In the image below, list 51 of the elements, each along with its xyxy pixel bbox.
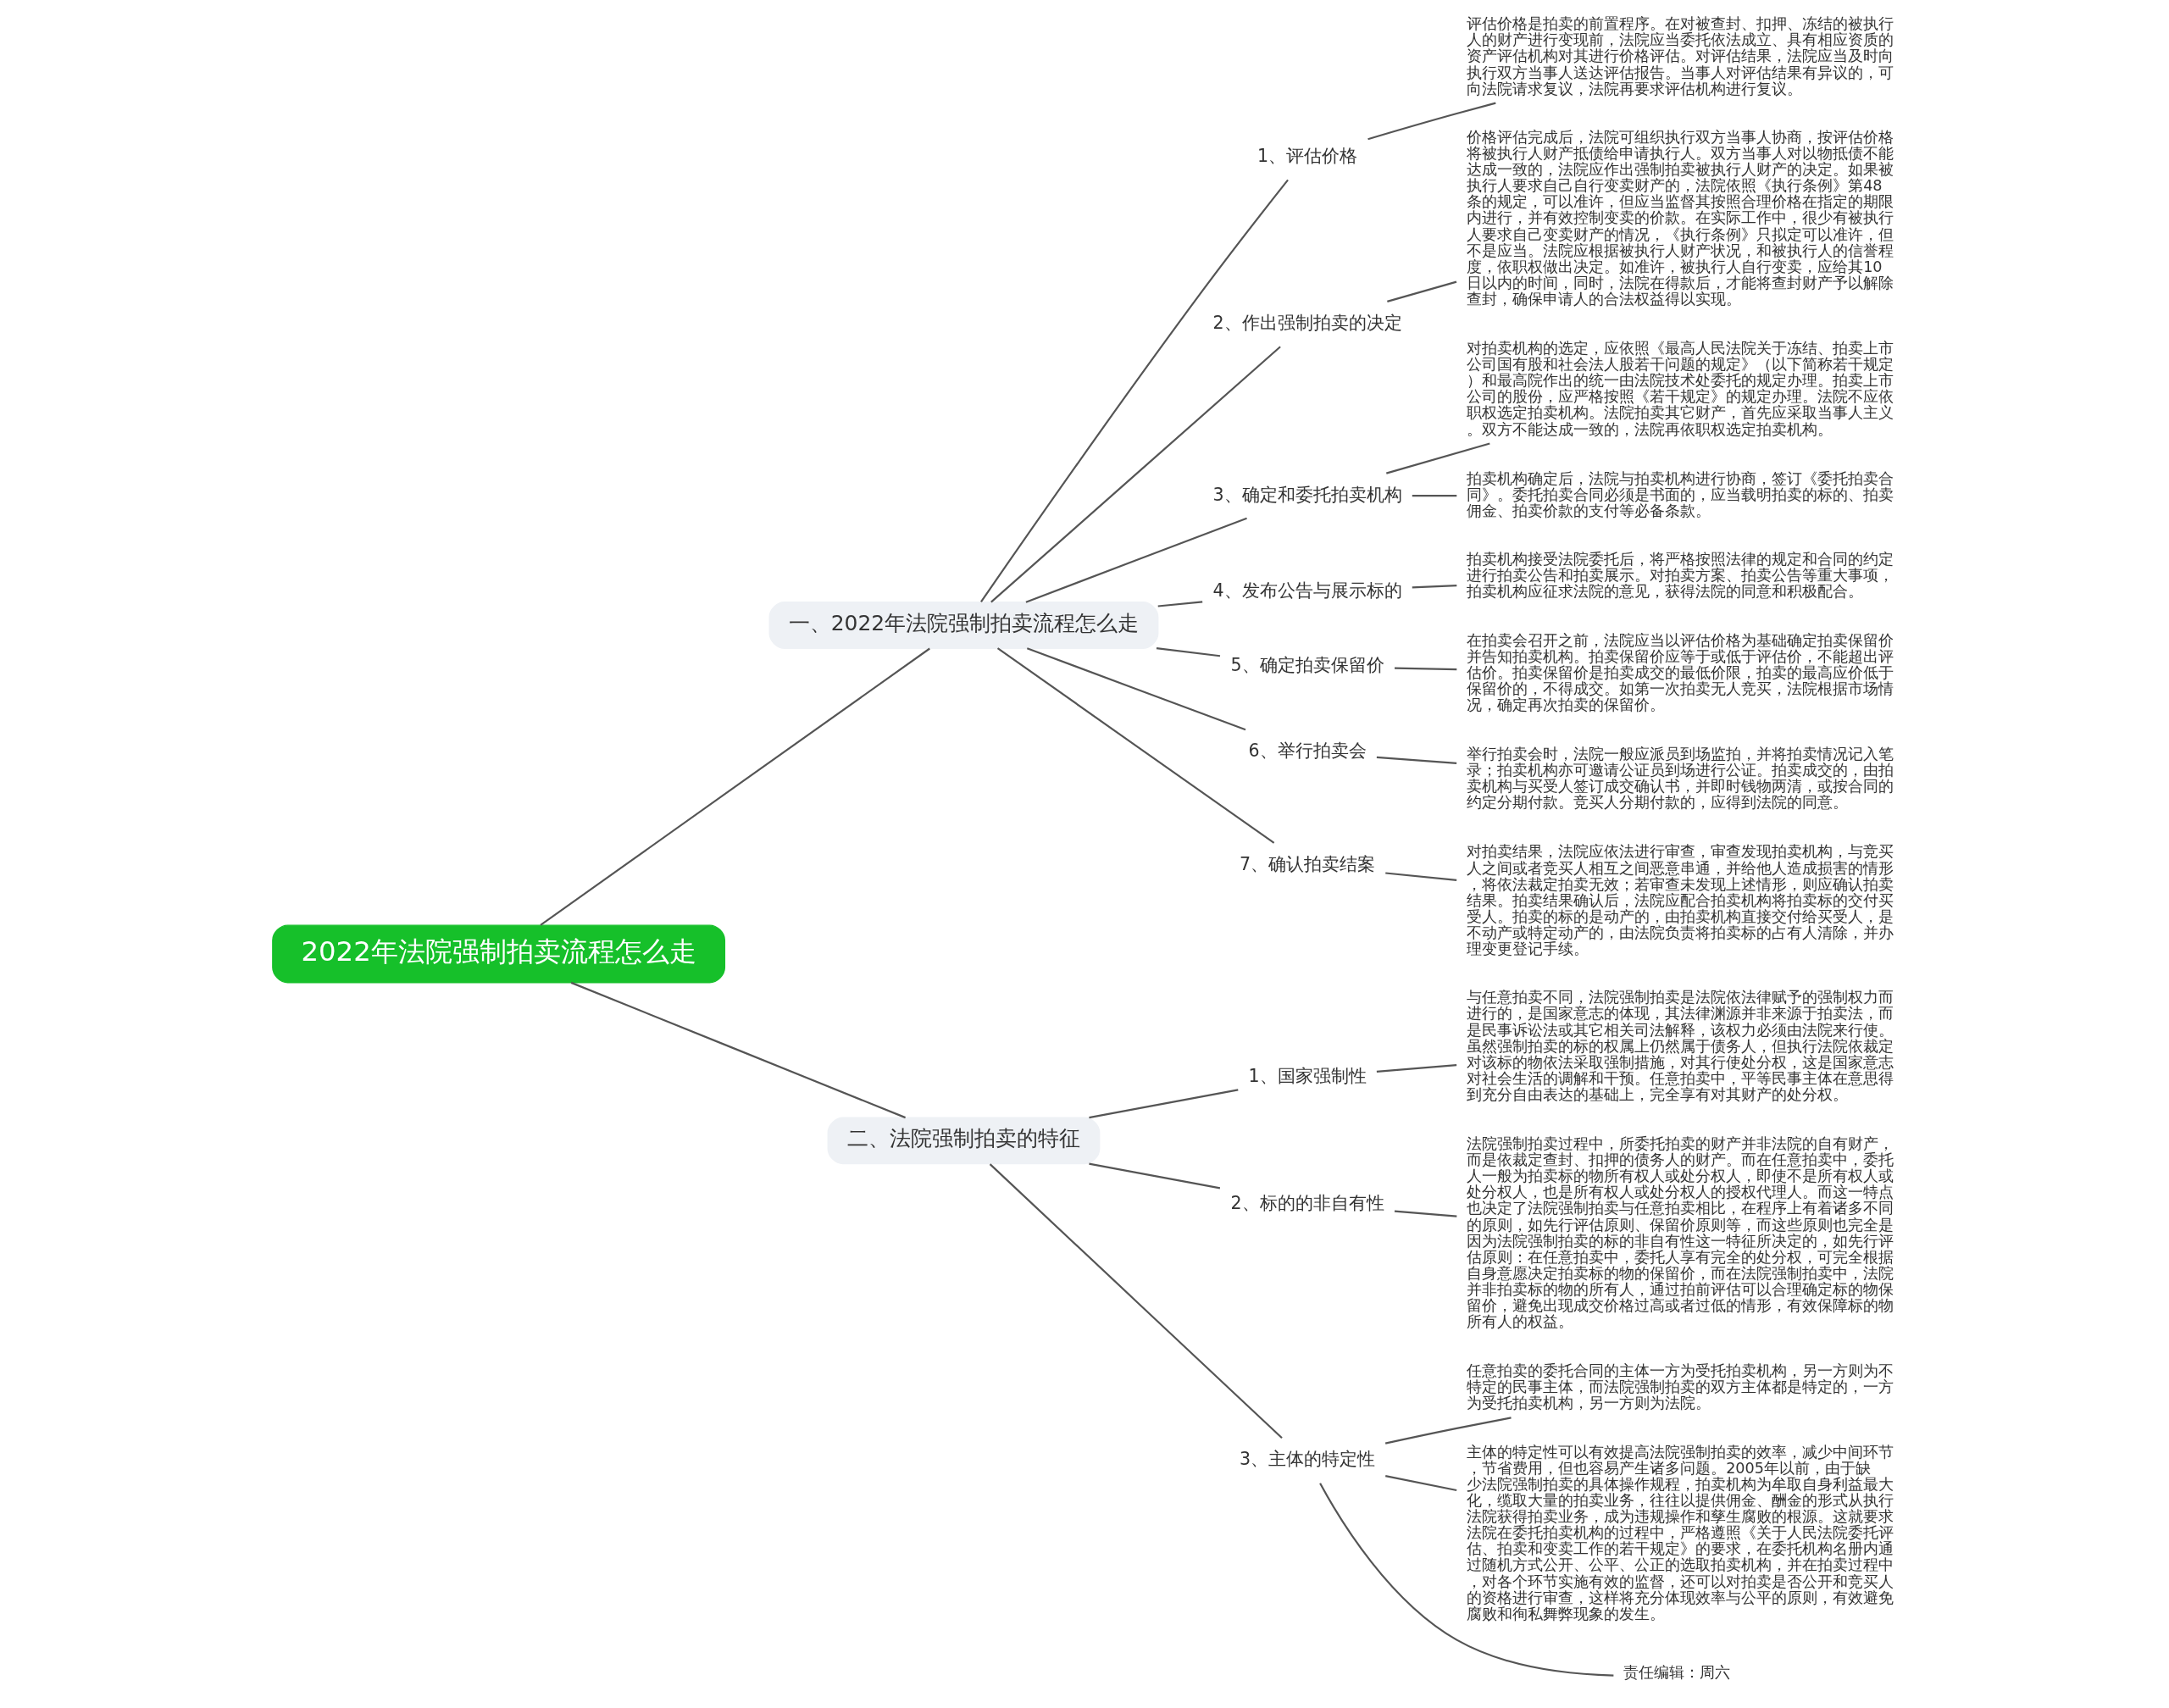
node-text: 价格评估完成后，法院可组织执行双方当事人协商，按评估价格将被执行人财产抵债给申请执行人。双方当事人对以物抵债不能达成一致的，法院应作出强制拍卖被执行人财产的决定。如果被执行人要求自己自行变卖财产的，法院依照《执行条例》第48条的规定，可以准许，但应当监督其按照合理价格在指定的期限内进行，并有效控制变卖的价款。在实际工作中，很少有被执行人要求自己变卖财产的情况，《执行条例》只拟定可以准许，但不是应当。法院应根据被执行人财产状况，和被执行人的信誉程度，依职权做出决定。如准许，被执行人自行变卖，应给其10日以内的时间，同时，法院在得款后，才能将查封财产予以解除查封，确保申请人的合法权益得以实现。: [1467, 128, 1894, 308]
node-text: 法院强制拍卖过程中，所委托拍卖的财产并非法院的自有财产，而是依裁定查封、扣押的债务人的财产。而在任意拍卖中，委托人一般为拍卖标的物所有权人或处分权人，即使不是所有权人或处分权人，也是所有权人或处分权人的授权代理人。而这一特点也决定了法院强制拍卖与任意拍卖相比，在程序上有着诸多不同的原则，如先行评估原则、保留价原则等，而这些原则也完全是因为法院强制拍卖的标的非自有性这一特征所决定的，如先行评估原则：在任意拍卖中，委托人享有完全的处分权，可完全根据自身意愿决定拍卖标的物的保留价，而在法院强制拍卖中，法院并非拍卖标的物的所有人，通过拍前评估可以合理确定标的物保留价，避免出现成交价格过高或者过低的情形，有效保障标的物所有人的权益。: [1467, 1135, 1894, 1331]
connector: [1089, 1162, 1221, 1190]
connector: [1156, 647, 1221, 657]
node-text: 1、评估价格: [1257, 145, 1358, 166]
node-text: 拍卖机构确定后，法院与拍卖机构进行协商，签订《委托拍卖合同》。委托拍卖合同必须是书面的，应当载明拍卖的标的、拍卖佣金、拍卖价款的支付等必备条款。: [1467, 469, 1894, 519]
node-text: 任意拍卖的委托合同的主体一方为受托拍卖机构，另一方则为不特定的民事主体，而法院强制拍卖的双方主体都是特定的，一方为受托拍卖机构，另一方则为法院。: [1467, 1362, 1894, 1412]
connector: [1089, 1089, 1239, 1119]
node-text: 6、举行拍卖会: [1248, 740, 1367, 762]
node-text: 2、标的的非自有性: [1230, 1192, 1384, 1213]
node-text: 评估价格是拍卖的前置程序。在对被查封、扣押、冻结的被执行人的财产进行变现前，法院应当委托依法成立、具有相应资质的资产评估机构对其进行价格评估。对评估结果，法院应当及时向执行双方当事人送达评估报告。当事人对评估结果有异议的，可向法院请求复议，法院再要求评估机构进行复议。: [1467, 15, 1894, 97]
node-text: 在拍卖会召开之前，法院应当以评估价格为基础确定拍卖保留价并告知拍卖机构。拍卖保留价应等于或低于评估价，不能超出评估价。拍卖保留价是拍卖成交的最低价限，拍卖的最高应价低于保留价的，不得成交。如第一次拍卖无人竞买，法院根据市场情况，确定再次拍卖的保留价。: [1467, 631, 1894, 714]
connector: [1385, 872, 1457, 881]
connector: [1025, 517, 1247, 603]
node-text: 3、主体的特定性: [1240, 1449, 1376, 1470]
node-text: 拍卖机构接受法院委托后，将严格按照法律的规定和合同的约定进行拍卖公告和拍卖展示。对拍卖方案、拍卖公告等重大事项，拍卖机构应征求法院的意见，获得法院的同意和积极配合。: [1467, 551, 1894, 601]
node-box: 一、2022年法院强制拍卖流程怎么走: [768, 602, 1159, 649]
connector: [1319, 1483, 1614, 1677]
connector: [1385, 1475, 1457, 1492]
node-text: 对拍卖机构的选定，应依照《最高人民法院关于冻结、拍卖上市公司国有股和社会法人股若干问题的规定》（以下简称若干规定）和最高院作出的统一由法院技术处委托的规定办理。拍卖上市公司的股份，应严格按照《若干规定》的规定办理。法院不应依职权选定拍卖机构。法院拍卖其它财产，首先应采取当事人主义。双方不能达成一致的，法院再依职权选定拍卖机构。: [1467, 340, 1894, 438]
connector: [1394, 1210, 1457, 1217]
node-text: 与任意拍卖不同，法院强制拍卖是法院依法律赋予的强制权力而进行的，是国家意志的体现，其法律渊源并非来源于拍卖法，而是民事诉讼法或其它相关司法解释，该权力必须由法院来行使。虽然强制拍卖的标的权属上仍然属于债务人，但执行法院依裁定对该标的物依法采取强制措施，对其行使处分权，这是国家意志对社会生活的调解和干预。任意拍卖中，平等民事主体在意思得到充分自由表达的基础上，完全享有对其财产的处分权。: [1467, 989, 1894, 1104]
connector: [1387, 280, 1457, 302]
connector: [996, 647, 1275, 844]
node-text: 主体的特定性可以有效提高法院强制拍卖的效率，减少中间环节，节省费用，但也容易产生诸多问题。2005年以前，由于缺少法院强制拍卖的具体操作规程，拍卖机构为牟取自身利益最大化，缆取大量的拍卖业务，往往以提供佣金、酬金的形式从执行法院获得拍卖业务，成为违规操作和孳生腐败的根源。这就要求法院在委托拍卖机构的过程中，严格遵照《关于人民法院委托评估、拍卖和变卖工作的若干规定》的要求，在委托机构名册内通过随机方式公开、公平、公正的选取拍卖机构，并在拍卖过程中，对各个环节实施有效的监督，还可以对拍卖是否公开和竞买人的资格进行审查，这样将充分体现效率与公平的原则，有效避免腐败和徇私舞弊现象的发生。: [1467, 1443, 1894, 1622]
connector: [540, 647, 930, 926]
connector: [1367, 102, 1496, 141]
connector: [1376, 1064, 1457, 1073]
connector: [1384, 1417, 1512, 1445]
connector: [1412, 585, 1457, 589]
connector: [1412, 495, 1457, 497]
connector: [1394, 667, 1457, 671]
node-text: 责任编辑：周六: [1623, 1663, 1730, 1681]
connector: [570, 981, 906, 1119]
node-box: 二、法院强制拍卖的特征: [827, 1117, 1101, 1165]
connector: [1376, 756, 1457, 764]
node-text: 2、作出强制拍卖的决定: [1212, 312, 1402, 333]
node-text: 对拍卖结果，法院应依法进行审查，审查发现拍卖机构，与竞买人之间或者竞买人相互之间恶意串通，并给他人造成损害的情形，将依法裁定拍卖无效；若审查未发现上述情形，则应确认拍卖结果。拍卖结果确认后，法院应配合拍卖机构将拍卖标的交付买受人。拍卖的标的是动产的，由拍卖机构直接交付给买受人，是不动产或特定动产的，由法院负责将拍卖标的占有人清除，并办理变更登记手续。: [1467, 843, 1894, 958]
node-text: 1、国家强制性: [1248, 1065, 1367, 1086]
node-text: 5、确定拍卖保留价: [1230, 654, 1384, 675]
connector: [1386, 442, 1490, 474]
connector: [1157, 601, 1203, 607]
connector: [980, 179, 1289, 602]
node-text: 4、发布公告与展示标的: [1212, 580, 1402, 601]
connector: [989, 1163, 1283, 1439]
connector: [990, 346, 1281, 603]
node-box: 2022年法院强制拍卖流程怎么走: [272, 924, 726, 984]
connector: [1026, 647, 1246, 731]
node-text: 3、确定和委托拍卖机构: [1212, 484, 1402, 505]
node-text: 举行拍卖会时，法院一般应派员到场监拍，并将拍卖情况记入笔录；拍卖机构亦可邀请公证员到场进行公证。拍卖成交的，由拍卖机构与买受人签订成交确认书，并即时钱物两清，或按合同的约定分期付款。竞买人分期付款的，应得到法院的同意。: [1467, 746, 1894, 812]
node-text: 7、确认拍卖结案: [1240, 854, 1376, 875]
